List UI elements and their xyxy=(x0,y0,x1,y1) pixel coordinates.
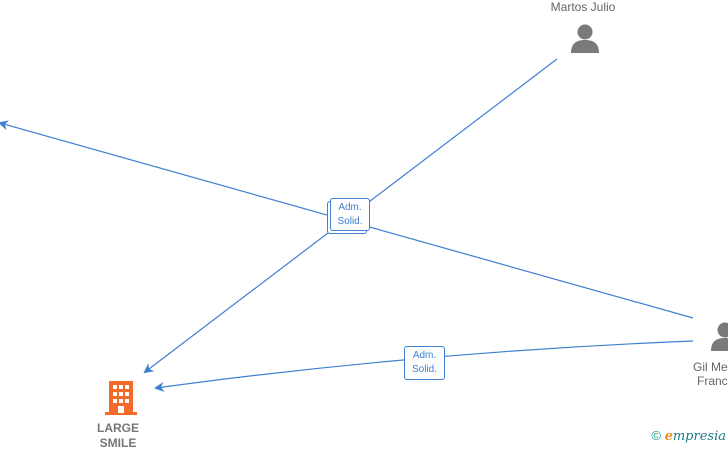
relation-badge-line1: Adm. xyxy=(412,350,437,361)
person-name-martos[interactable]: Martos Julio xyxy=(540,0,626,14)
brand-logo: empresia xyxy=(665,429,726,444)
person-name-text: Martos Julio xyxy=(550,0,616,14)
relation-badge-line1: Adm. xyxy=(338,202,362,213)
relation-badge-center[interactable]: Adm. Solid. xyxy=(330,198,370,231)
company-name-line2: SMILE xyxy=(99,436,137,450)
relation-badge-line2: Solid. xyxy=(411,364,437,375)
company-name[interactable]: LARGE SMILE xyxy=(88,421,148,450)
person-icon xyxy=(711,322,728,351)
relation-badge-bottom[interactable]: Adm. Solid. xyxy=(404,346,445,380)
person-icon xyxy=(571,24,599,53)
company-name-line1: LARGE xyxy=(97,421,139,435)
relation-badge-line2: Solid. xyxy=(337,216,363,227)
person-name-line2: Franc xyxy=(697,374,728,388)
person-name-gil[interactable]: Gil Me Franc xyxy=(688,360,728,388)
brand-logo-initial: e xyxy=(664,429,673,444)
watermark: © empresia xyxy=(651,428,726,444)
copyright-icon: © xyxy=(651,428,661,443)
brand-logo-rest: mpresia xyxy=(672,429,726,444)
building-icon xyxy=(105,381,137,415)
person-name-line1: Gil Me xyxy=(693,360,728,374)
